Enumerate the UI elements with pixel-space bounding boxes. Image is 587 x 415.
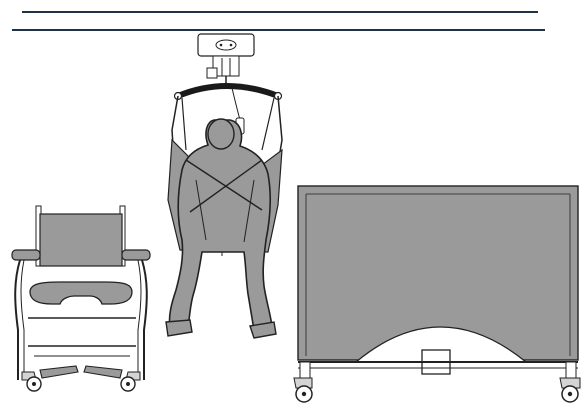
chair-caster-right xyxy=(120,371,141,392)
sling-and-person xyxy=(165,95,283,339)
ceiling-lift xyxy=(173,33,283,135)
shower-commode-chair xyxy=(11,205,151,392)
header-rules xyxy=(12,11,545,31)
chair-caster-left xyxy=(21,371,42,392)
person-foot-right xyxy=(249,321,277,339)
chair-footrest-right xyxy=(83,365,123,379)
person-foot-left xyxy=(165,319,193,337)
bed-caster-left xyxy=(293,377,313,403)
chair-armrest-right xyxy=(121,249,151,261)
spreader-bar xyxy=(175,83,281,99)
chair-armrest-left xyxy=(11,249,41,261)
sling-cross-strap-a xyxy=(185,159,263,211)
sling-cross-strap-b xyxy=(189,159,263,213)
chair-footrest-left xyxy=(39,365,79,379)
seated-person-silhouette xyxy=(168,119,273,331)
chair-seat-commode xyxy=(29,281,133,305)
bed-base-arch xyxy=(354,326,528,363)
bed xyxy=(293,185,581,403)
chair-backrest xyxy=(39,213,123,267)
hand-control-cord xyxy=(231,87,241,121)
lift-control-display-icon xyxy=(215,39,237,51)
bed-caster-right xyxy=(559,377,581,403)
